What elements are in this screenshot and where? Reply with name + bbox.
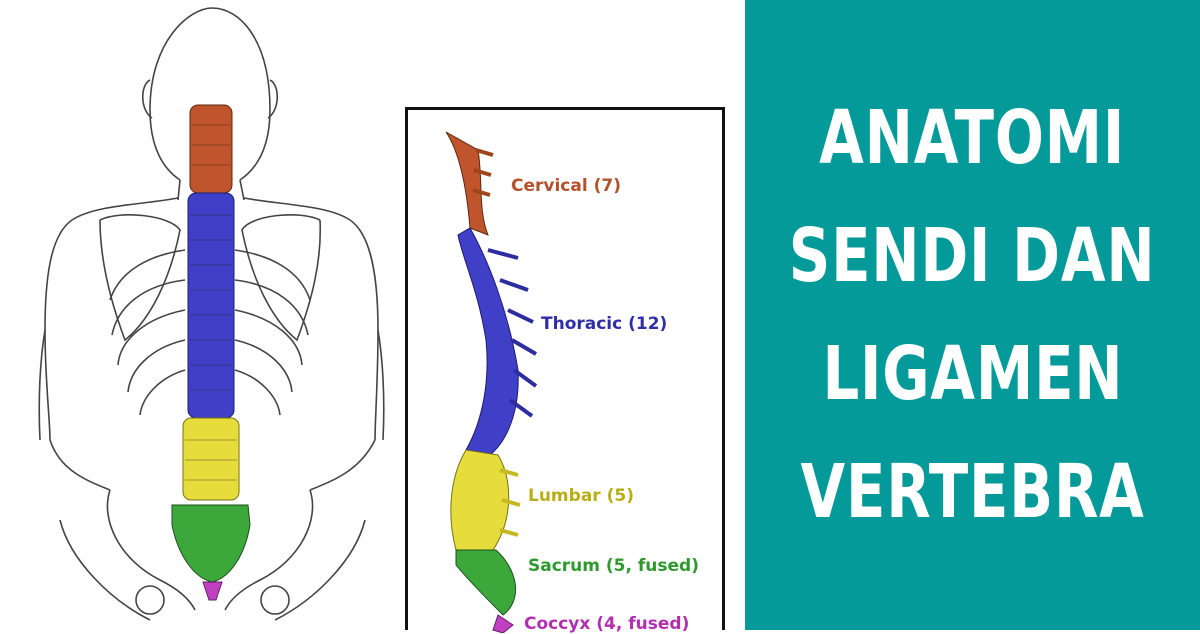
lateral-spine-inset: Cervical (7) Thoracic (12) Lumbar (5) Sa… [405,107,725,634]
spine-back-illustration: Cervical (7) Thoracic (12) Lumbar (5) Sa… [38,7,725,634]
label-lumbar: Lumbar (5) [528,486,634,506]
title-line-2: SENDI DAN [789,213,1156,299]
title-line-1: ANATOMI [819,95,1126,181]
body-outline-drawing [38,7,385,621]
title-line-3: LIGAMEN [822,331,1123,417]
title-panel: ANATOMI SENDI DAN LIGAMEN VERTEBRA [745,0,1200,630]
title-line-4: VERTEBRA [800,449,1145,535]
label-coccyx: Coccyx (4, fused) [524,614,690,634]
label-cervical: Cervical (7) [511,176,621,196]
label-sacrum: Sacrum (5, fused) [528,556,699,576]
label-thoracic: Thoracic (12) [541,314,668,334]
lateral-spine-drawing [445,131,538,633]
spine-segments [171,104,251,601]
